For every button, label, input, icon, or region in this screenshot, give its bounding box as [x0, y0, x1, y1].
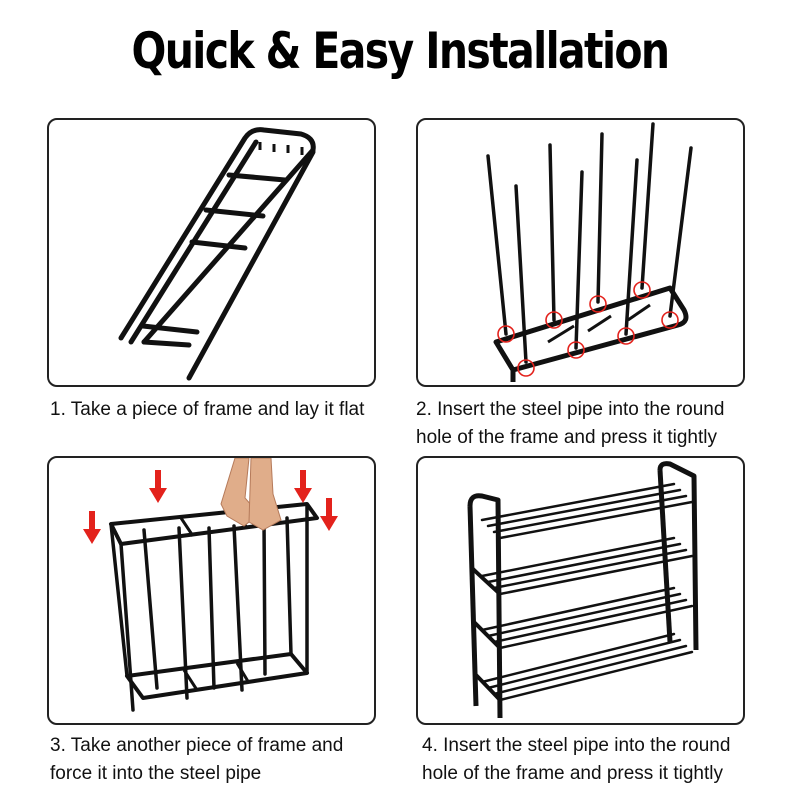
step-4-caption-line-1: 4. Insert the steel pipe into the round	[422, 735, 731, 756]
step-3-caption: 3. Take another piece of frame and force…	[50, 732, 343, 788]
step-2-caption-line-1: 2. Insert the steel pipe into the round	[416, 399, 725, 420]
step-1-caption: 1. Take a piece of frame and lay it flat	[50, 396, 364, 424]
press-frame-illustration	[83, 458, 338, 712]
page-title: Quick & Easy Installation	[131, 22, 671, 80]
step-4-image	[416, 456, 745, 725]
step-2-image	[416, 118, 745, 387]
assembled-rack-illustration	[467, 461, 699, 719]
step-3-caption-line-1: 3. Take another piece of frame and	[50, 735, 344, 756]
flat-frame-illustration	[118, 127, 316, 381]
step-2-caption: 2. Insert the steel pipe into the round …	[416, 396, 724, 452]
step-1-caption-line: 1. Take a piece of frame and lay it flat	[50, 399, 365, 420]
step-2-caption-line-2: hole of the frame and press it tightly	[416, 427, 717, 448]
step-1-image	[47, 118, 376, 387]
step-4-caption: 4. Insert the steel pipe into the round …	[422, 732, 730, 788]
step-4-caption-line-2: hole of the frame and press it tightly	[422, 763, 723, 784]
step-3-image	[47, 456, 376, 725]
frame-with-pipes-illustration	[486, 122, 693, 382]
step-3-caption-line-2: force it into the steel pipe	[50, 763, 262, 784]
